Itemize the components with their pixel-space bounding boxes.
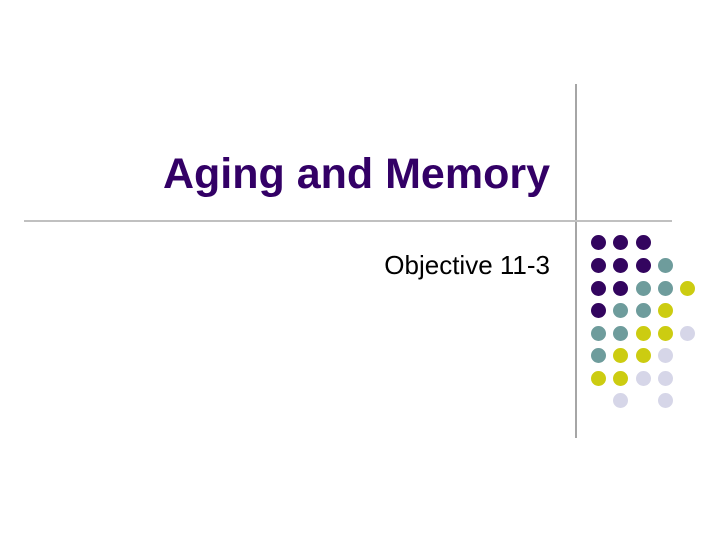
lavender-dot-icon bbox=[679, 325, 695, 341]
yellow-dot-icon bbox=[635, 347, 651, 363]
yellow-dot-icon bbox=[635, 325, 651, 341]
yellow-dot-icon bbox=[657, 325, 673, 341]
purple-dot-icon bbox=[635, 234, 651, 250]
slide-title: Aging and Memory bbox=[162, 150, 550, 198]
teal-dot-icon bbox=[612, 302, 628, 318]
lavender-dot-icon bbox=[657, 370, 673, 386]
teal-dot-icon bbox=[635, 302, 651, 318]
teal-dot-icon bbox=[590, 325, 606, 341]
teal-dot-icon bbox=[612, 325, 628, 341]
yellow-dot-icon bbox=[679, 280, 695, 296]
yellow-dot-icon bbox=[590, 370, 606, 386]
lavender-dot-icon bbox=[635, 370, 651, 386]
purple-dot-icon bbox=[590, 234, 606, 250]
yellow-dot-icon bbox=[612, 347, 628, 363]
purple-dot-icon bbox=[590, 280, 606, 296]
purple-dot-icon bbox=[590, 257, 606, 273]
yellow-dot-icon bbox=[657, 302, 673, 318]
yellow-dot-icon bbox=[612, 370, 628, 386]
purple-dot-icon bbox=[612, 280, 628, 296]
slide-subtitle: Objective 11-3 bbox=[384, 250, 550, 280]
lavender-dot-icon bbox=[657, 347, 673, 363]
purple-dot-icon bbox=[635, 257, 651, 273]
purple-dot-icon bbox=[612, 257, 628, 273]
horizontal-rule bbox=[24, 220, 672, 222]
purple-dot-icon bbox=[590, 302, 606, 318]
lavender-dot-icon bbox=[612, 392, 628, 408]
teal-dot-icon bbox=[657, 257, 673, 273]
purple-dot-icon bbox=[612, 234, 628, 250]
teal-dot-icon bbox=[590, 347, 606, 363]
teal-dot-icon bbox=[657, 280, 673, 296]
vertical-rule bbox=[575, 84, 577, 438]
lavender-dot-icon bbox=[657, 392, 673, 408]
teal-dot-icon bbox=[635, 280, 651, 296]
